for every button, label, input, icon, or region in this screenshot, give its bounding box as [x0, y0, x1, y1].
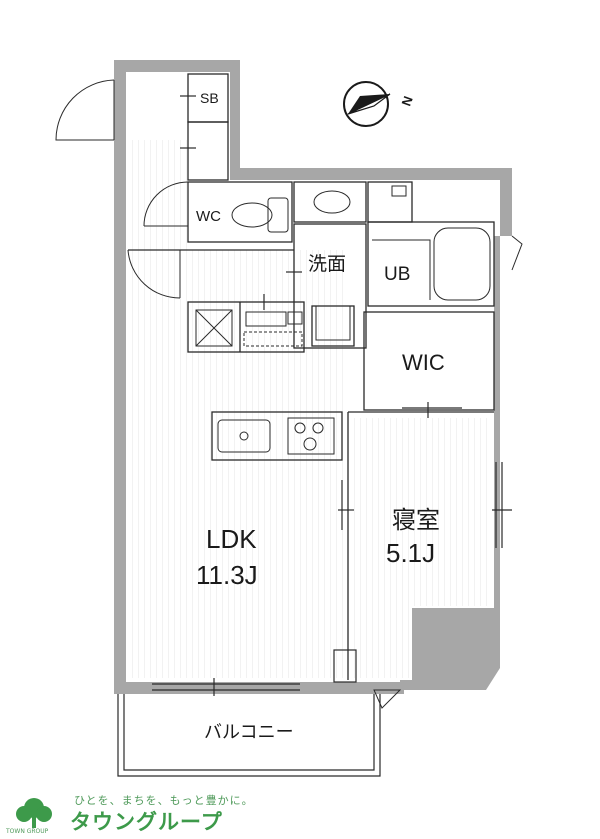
fixtures [195, 185, 491, 455]
compass-icon [343, 81, 391, 127]
interior-floor [126, 72, 500, 680]
room-size-bedroom: 5.1J [386, 538, 435, 568]
room-size-ldk: 11.3J [196, 560, 258, 590]
compass-north-label: N [398, 94, 415, 108]
brand-footer: ひとを、まちを、もっと豊かに。 タウングループ TOWN GROUP [0, 784, 600, 839]
room-label-ldk: LDK [206, 524, 257, 554]
brand-tagline: ひとを、まちを、もっと豊かに。 [74, 794, 254, 807]
room-label-wic: WIC [402, 350, 445, 375]
brand-name: タウングループ [70, 810, 223, 834]
room-label-wc: WC [196, 208, 221, 225]
balcony [117, 694, 381, 777]
room-label-washroom: 洗面 [308, 253, 346, 275]
interior-walls [128, 73, 495, 680]
room-label-sb: SB [200, 90, 219, 106]
openings [152, 95, 512, 696]
floor-plan: N SB WC 洗面 UB WIC LDK 11.3J 寝室 5.1J バルコニ… [55, 60, 523, 777]
room-label-balcony: バルコニー [204, 722, 294, 742]
tree-logo-icon [16, 798, 52, 828]
brand-sub: TOWN GROUP [6, 828, 49, 835]
door-swings [55, 79, 523, 709]
room-label-bedroom: 寝室 [392, 507, 440, 534]
room-label-ub: UB [384, 264, 410, 285]
